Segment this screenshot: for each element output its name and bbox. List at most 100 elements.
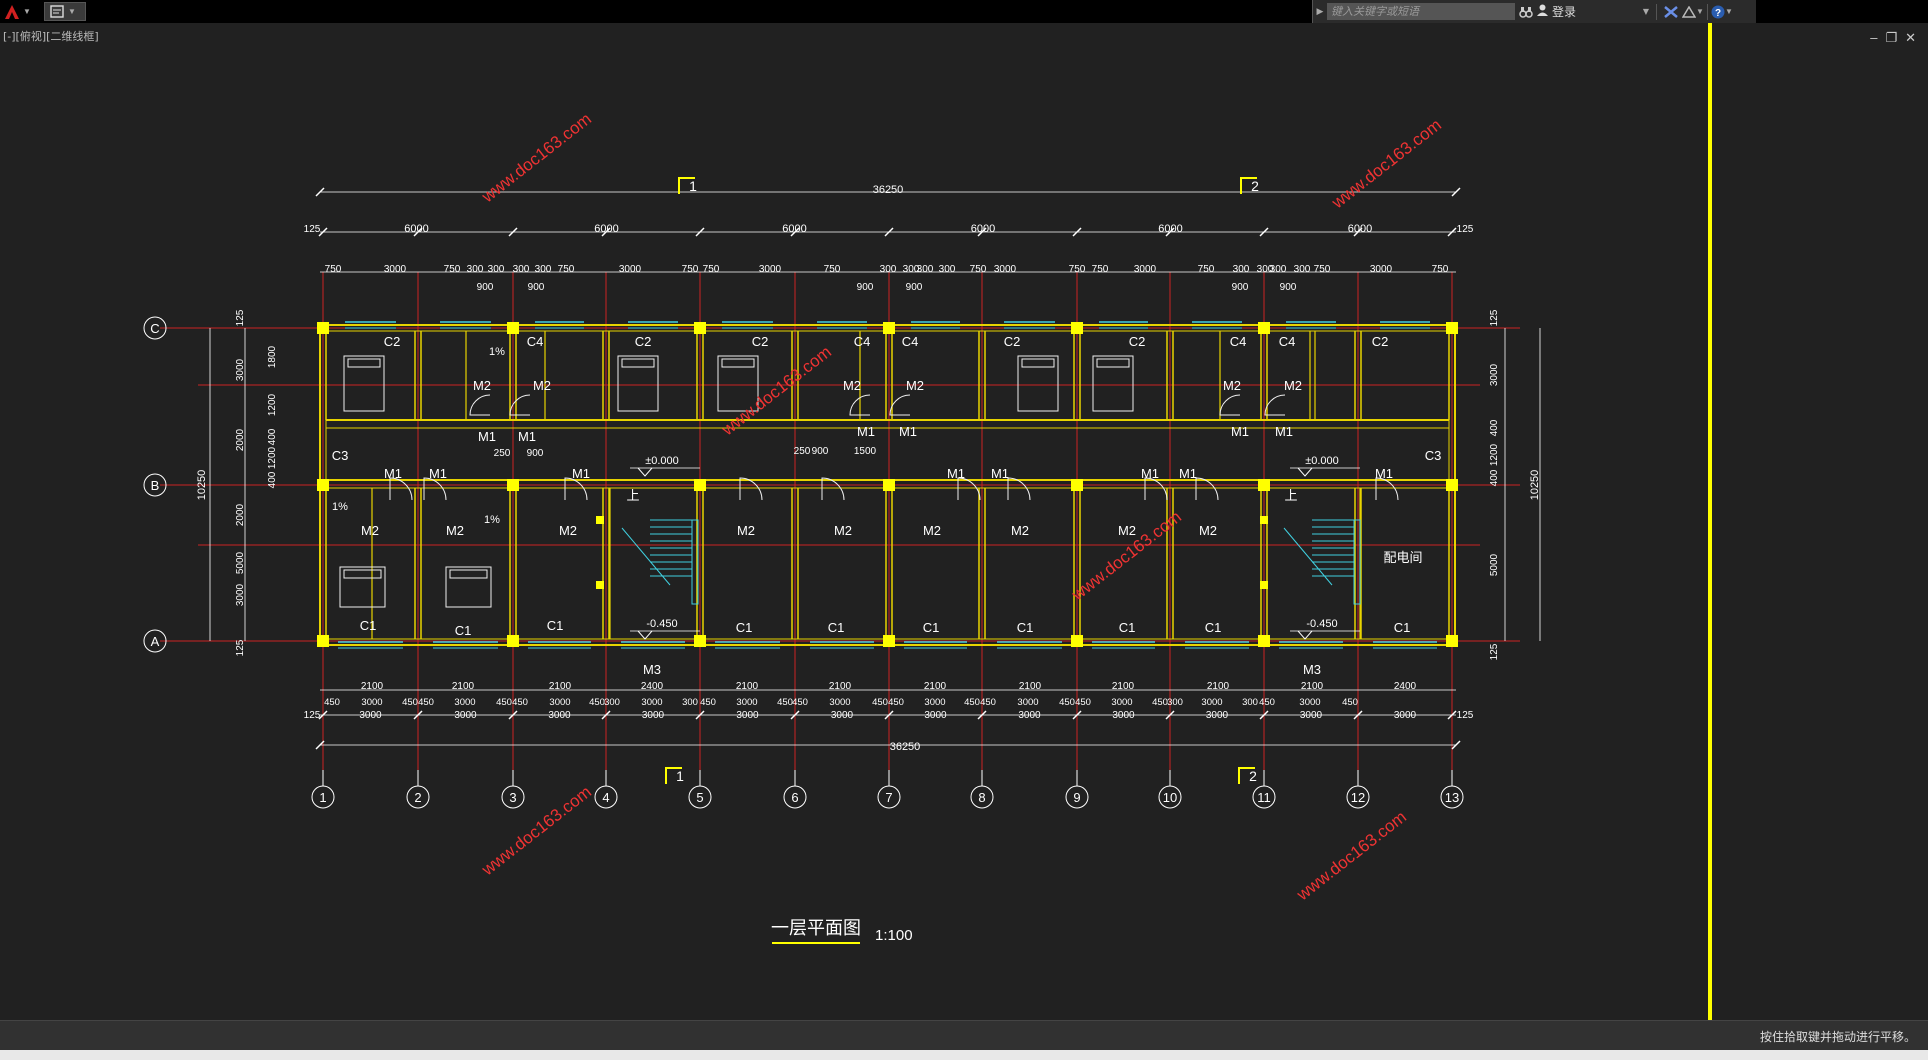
bed	[343, 355, 385, 412]
separator	[1656, 3, 1657, 20]
mid-dimension-label: 1500	[854, 446, 877, 457]
close-icon[interactable]: ✕	[1905, 30, 1916, 45]
dimension-tick	[1165, 710, 1175, 720]
stair-handrail	[1353, 519, 1361, 605]
detail-dimension-label: 450	[402, 697, 418, 708]
grid-number-label: 7	[885, 790, 892, 805]
bay-dimension-label: 6000	[1158, 223, 1182, 235]
slope-label: 1%	[484, 514, 500, 526]
detail-dimension-label: 750	[1314, 264, 1331, 275]
drawing-title: 一层平面图	[771, 918, 861, 938]
column	[694, 479, 706, 491]
watermark-text: www.doc163.com	[1292, 807, 1409, 905]
detail-dimension-label: 750	[558, 264, 575, 275]
room-tag-label: M2	[843, 378, 861, 393]
detail-dimension-label: 300	[1294, 264, 1311, 275]
left-sub-dimension-label: 400	[267, 471, 278, 488]
exchange-icon[interactable]	[1660, 0, 1682, 23]
room-tag-label: C1	[1017, 620, 1034, 635]
login-button[interactable]: 登录 ▼	[1537, 3, 1653, 20]
grid-letter-label: B	[151, 478, 160, 493]
application-menu-button[interactable]: ▼	[0, 0, 40, 23]
room-tag-label: M3	[643, 662, 661, 677]
left-dimension-label: 3000	[235, 358, 246, 381]
bay-dimension-label: 3000	[736, 710, 759, 721]
login-label: 登录	[1552, 5, 1577, 19]
room-tag-label: C3	[1425, 448, 1442, 463]
search-input[interactable]	[1327, 3, 1515, 20]
detail-dimension-label: 450	[1342, 697, 1358, 708]
room-tag-label: M2	[923, 523, 941, 538]
room-tag-label: M2	[737, 523, 755, 538]
room-tag-label: M2	[473, 378, 491, 393]
door-swing	[1007, 477, 1031, 501]
column	[507, 635, 519, 647]
room-tag-label: M2	[533, 378, 551, 393]
drawing-scale: 1:100	[875, 927, 913, 944]
level-label: -0.450	[1306, 618, 1337, 630]
help-icon[interactable]: ? ▼	[1711, 0, 1733, 23]
room-tag-label: M1	[1141, 466, 1159, 481]
room-tag-label: C4	[854, 334, 871, 349]
left-dimension-label: 2000	[235, 503, 246, 526]
left-sub-dimension-label: 400	[267, 428, 278, 445]
sub-dimension-label: 900	[477, 282, 494, 293]
quick-access-toolbar[interactable]: ▼	[44, 2, 86, 21]
detail-dimension-label: 450	[589, 697, 605, 708]
svg-text:?: ?	[1715, 8, 1721, 19]
room-tag-label: M2	[1223, 378, 1241, 393]
pillow	[347, 358, 381, 368]
grid-number-label: 11	[1257, 790, 1271, 805]
column	[1071, 479, 1083, 491]
autodesk-a360-icon[interactable]: ▼	[1682, 0, 1704, 23]
level-triangle	[1297, 630, 1313, 640]
chevron-down-icon: ▼	[68, 7, 76, 16]
column	[1258, 635, 1270, 647]
bay-dimension-label: 3000	[1394, 710, 1417, 721]
dimension-tick	[315, 740, 325, 750]
detail-dimension-label: 300	[917, 264, 934, 275]
detail-dimension-label: 3000	[549, 697, 570, 708]
stair-break-line	[1283, 527, 1333, 586]
left-dimension-label: 2000	[235, 428, 246, 451]
restore-icon[interactable]: ❐	[1885, 30, 1898, 45]
overall-length-label: 36250	[873, 184, 904, 196]
room-tag-label: M2	[906, 378, 924, 393]
minimize-icon[interactable]: –	[1870, 30, 1878, 45]
detail-dimension-label: 750	[1069, 264, 1086, 275]
grid-number-label: 10	[1163, 790, 1177, 805]
detail-dimension-label: 300	[467, 264, 484, 275]
stair-break-line	[621, 527, 671, 586]
column	[694, 635, 706, 647]
grid-number-label: 12	[1351, 790, 1365, 805]
viewport-border	[1708, 23, 1712, 1020]
grid-number-label: 9	[1073, 790, 1080, 805]
dimension-tick	[1072, 710, 1082, 720]
dimension-tick	[1353, 227, 1363, 237]
room-tag-label: C2	[1129, 334, 1146, 349]
expand-arrow-icon[interactable]: ▶	[1316, 6, 1324, 16]
detail-dimension-label: 3000	[1370, 264, 1393, 275]
section-mark-label: 1	[676, 768, 684, 784]
detail-dimension-label: 3000	[759, 264, 782, 275]
chevron-down-icon: ▼	[1642, 7, 1649, 16]
detail-dimension-label: 750	[703, 264, 720, 275]
section-mark	[1240, 177, 1257, 194]
axis-bubble	[143, 316, 167, 340]
viewport-label[interactable]: [-][俯视][二维线框]	[3, 30, 99, 43]
edge-dimension-label: 125	[304, 710, 321, 721]
room-tag-label: M2	[1284, 378, 1302, 393]
column	[1446, 322, 1458, 334]
grid-number-label: 6	[791, 790, 798, 805]
column	[507, 322, 519, 334]
sub-dimension-label: 900	[857, 282, 874, 293]
binoculars-icon[interactable]	[1515, 0, 1537, 23]
autocad-logo-icon	[5, 4, 19, 19]
level-label: ±0.000	[645, 455, 679, 467]
detail-dimension-label: 3000	[384, 264, 407, 275]
right-dimension-label: 400	[1489, 469, 1500, 486]
column	[1446, 635, 1458, 647]
window-dimension-label: 2100	[1301, 681, 1324, 692]
column	[507, 479, 519, 491]
